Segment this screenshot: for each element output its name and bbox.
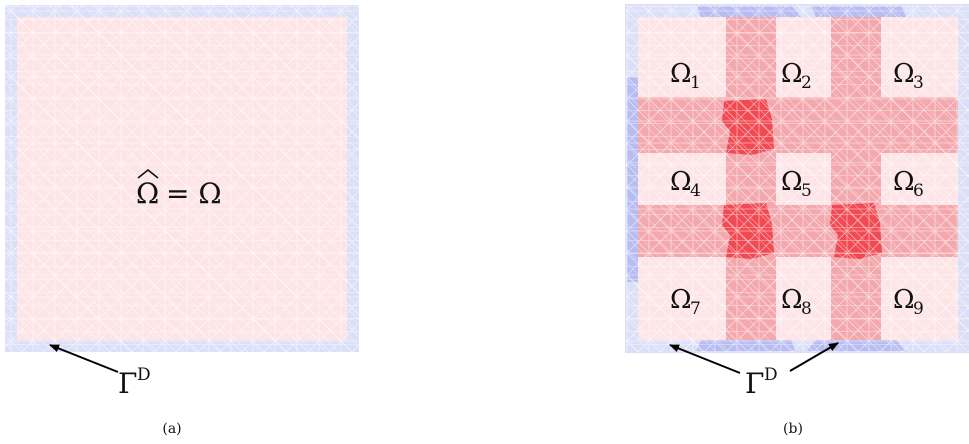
panel-a-caption: (a) (162, 421, 181, 437)
subdomain-index: 6 (913, 181, 924, 201)
panel-b-arrow-left (669, 344, 741, 374)
panel-b-boundary-label: Γ D (745, 365, 778, 400)
gamma-superscript: D (137, 365, 151, 385)
subdomain-omega: Ω (670, 167, 692, 197)
subdomain-label-5: Ω5 (781, 167, 812, 201)
subdomain-omega: Ω (893, 59, 915, 89)
subdomain-omega: Ω (670, 285, 692, 315)
subdomain-label-1: Ω1 (670, 59, 701, 93)
gamma-symbol: Γ (118, 367, 137, 400)
panel-a-arrow (49, 344, 119, 373)
subdomain-omega: Ω (670, 59, 692, 89)
subdomain-omega: Ω (893, 285, 915, 315)
subdomain-label-7: Ω7 (670, 285, 701, 319)
panel-a: Ω = Ω Γ D (a) (5, 5, 359, 437)
subdomain-index: 9 (913, 299, 924, 319)
subdomain-omega: Ω (893, 167, 915, 197)
panel-b-caption: (b) (783, 421, 803, 437)
panel-b-arrow-right (789, 342, 839, 372)
equals-omega: = Ω (166, 177, 222, 210)
subdomain-omega: Ω (781, 167, 803, 197)
panel-a-boundary-label: Γ D (118, 365, 151, 400)
subdomain-label-3: Ω3 (893, 59, 924, 93)
panel-a-domain-label: Ω = Ω (136, 168, 222, 210)
panel-b-mesh-fine (626, 5, 969, 352)
subdomain-label-4: Ω4 (670, 167, 701, 201)
panel-a-mesh-fine (5, 5, 359, 352)
gamma-symbol: Γ (745, 367, 764, 400)
subdomain-index: 5 (801, 181, 812, 201)
subdomain-omega: Ω (781, 59, 803, 89)
subdomain-index: 1 (690, 73, 701, 93)
gamma-superscript: D (764, 365, 778, 385)
subdomain-label-6: Ω6 (893, 167, 924, 201)
subdomain-index: 2 (801, 73, 812, 93)
subdomain-index: 8 (801, 299, 812, 319)
subdomain-label-9: Ω9 (893, 285, 924, 319)
subdomain-index: 4 (690, 181, 701, 201)
subdomain-label-8: Ω8 (781, 285, 812, 319)
hat-accent (137, 168, 159, 179)
subdomain-label-2: Ω2 (781, 59, 812, 93)
subdomain-index: 7 (690, 299, 701, 319)
subdomain-omega: Ω (781, 285, 803, 315)
omega-hat-symbol: Ω (136, 177, 159, 210)
subdomain-index: 3 (913, 73, 924, 93)
